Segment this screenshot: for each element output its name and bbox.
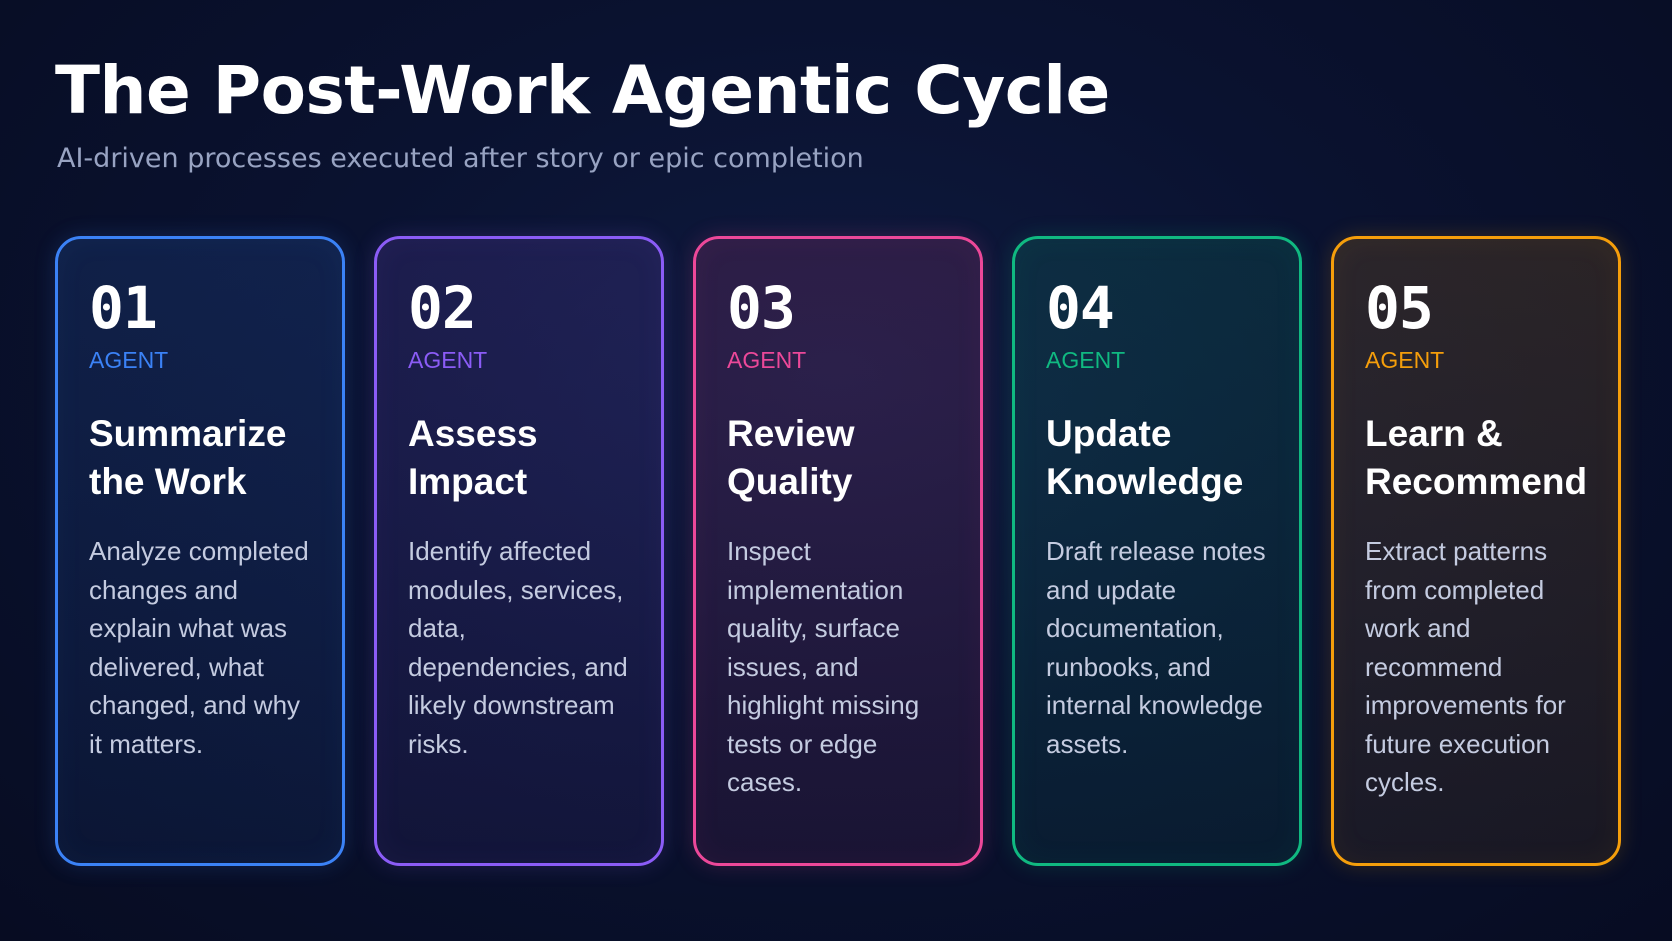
card-description: Inspect implementation quality, surface … <box>727 536 920 797</box>
step-number: 04 <box>1046 274 1115 342</box>
card-heading-line: Knowledge <box>1046 461 1244 502</box>
step-number: 05 <box>1365 274 1434 342</box>
card-heading-line: Impact <box>408 461 528 502</box>
card-heading-line: Summarize <box>89 413 287 454</box>
card-heading-line: Quality <box>727 461 853 502</box>
step-number: 02 <box>408 274 477 342</box>
agent-card-assess: 02 AGENT Assess Impact Identify affected… <box>374 236 664 866</box>
card-heading-line: the Work <box>89 461 247 502</box>
agent-tag: AGENT <box>89 347 169 373</box>
step-number: 03 <box>727 274 796 342</box>
agent-card-review: 03 AGENT Review Quality Inspect implemen… <box>693 236 983 866</box>
card-heading: Update Knowledge <box>1046 410 1271 506</box>
card-heading: Review Quality <box>727 410 952 506</box>
card-heading-line: Learn & <box>1365 413 1503 454</box>
agent-tag: AGENT <box>1046 347 1126 373</box>
card-description: Analyze completed changes and explain wh… <box>89 536 309 759</box>
card-description: Extract patterns from completed work and… <box>1365 536 1566 797</box>
page-title: The Post-Work Agentic Cycle <box>55 52 1110 129</box>
card-heading: Assess Impact <box>408 410 633 506</box>
agent-tag: AGENT <box>408 347 488 373</box>
card-description: Identify affected modules, services, dat… <box>408 536 628 759</box>
card-heading-line: Recommend <box>1365 461 1588 502</box>
agent-tag: AGENT <box>1365 347 1445 373</box>
step-number: 01 <box>89 274 158 342</box>
card-heading-line: Review <box>727 413 855 454</box>
agent-cards: 01 AGENT Summarize the Work Analyze comp… <box>55 236 1622 872</box>
card-heading: Learn & Recommend <box>1365 410 1590 506</box>
agent-tag: AGENT <box>727 347 807 373</box>
card-heading: Summarize the Work <box>89 410 314 506</box>
card-heading-line: Assess <box>408 413 538 454</box>
card-description: Draft release notes and update documenta… <box>1046 536 1266 759</box>
agent-card-learn: 05 AGENT Learn & Recommend Extract patte… <box>1331 236 1621 866</box>
page-subtitle: AI-driven processes executed after story… <box>57 143 864 174</box>
agent-card-summarize: 01 AGENT Summarize the Work Analyze comp… <box>55 236 345 866</box>
agent-card-update: 04 AGENT Update Knowledge Draft release … <box>1012 236 1302 866</box>
card-heading-line: Update <box>1046 413 1172 454</box>
